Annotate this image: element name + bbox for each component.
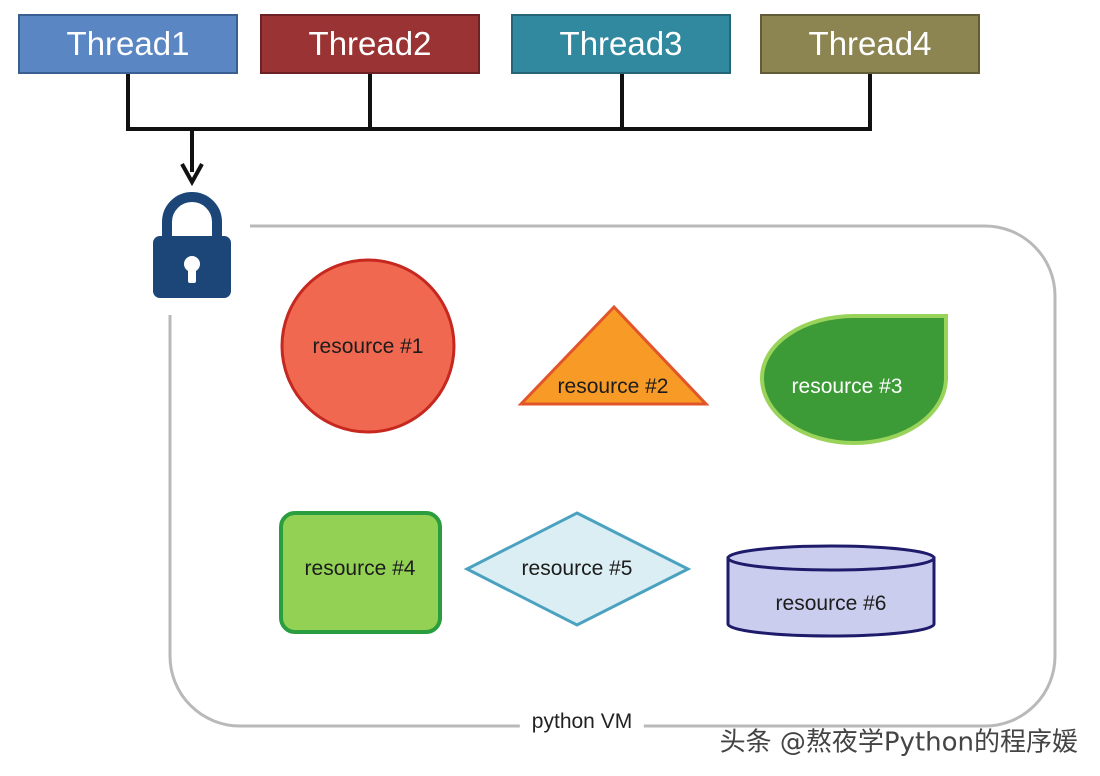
resource-1-label: resource #1 — [312, 335, 424, 358]
resource-1-circle — [280, 258, 456, 434]
resource-5-label: resource #5 — [521, 557, 633, 580]
thread4-box: Thread4 — [760, 14, 980, 74]
padlock-icon — [153, 192, 231, 298]
resource-2-label: resource #2 — [557, 375, 669, 398]
resource-6-label: resource #6 — [775, 592, 887, 615]
resource-3-label: resource #3 — [791, 375, 903, 398]
resource-5-diamond — [463, 511, 692, 627]
thread3-box: Thread3 — [511, 14, 731, 74]
thread2-box: Thread2 — [260, 14, 480, 74]
watermark-text: 头条 @熬夜学Python的程序媛 — [719, 727, 1078, 758]
resource-6-cylinder — [726, 544, 936, 638]
arrow-down-icon — [180, 163, 204, 187]
thread1-box: Thread1 — [18, 14, 238, 74]
resource-4-rounded-rectangle — [279, 511, 442, 634]
resource-4-label: resource #4 — [304, 557, 416, 580]
resource-2-triangle — [517, 304, 710, 406]
python-vm-container — [168, 224, 1057, 728]
thread-connectors — [126, 74, 872, 172]
resource-3-leaf — [759, 314, 948, 446]
python-vm-label: python VM — [519, 710, 645, 734]
